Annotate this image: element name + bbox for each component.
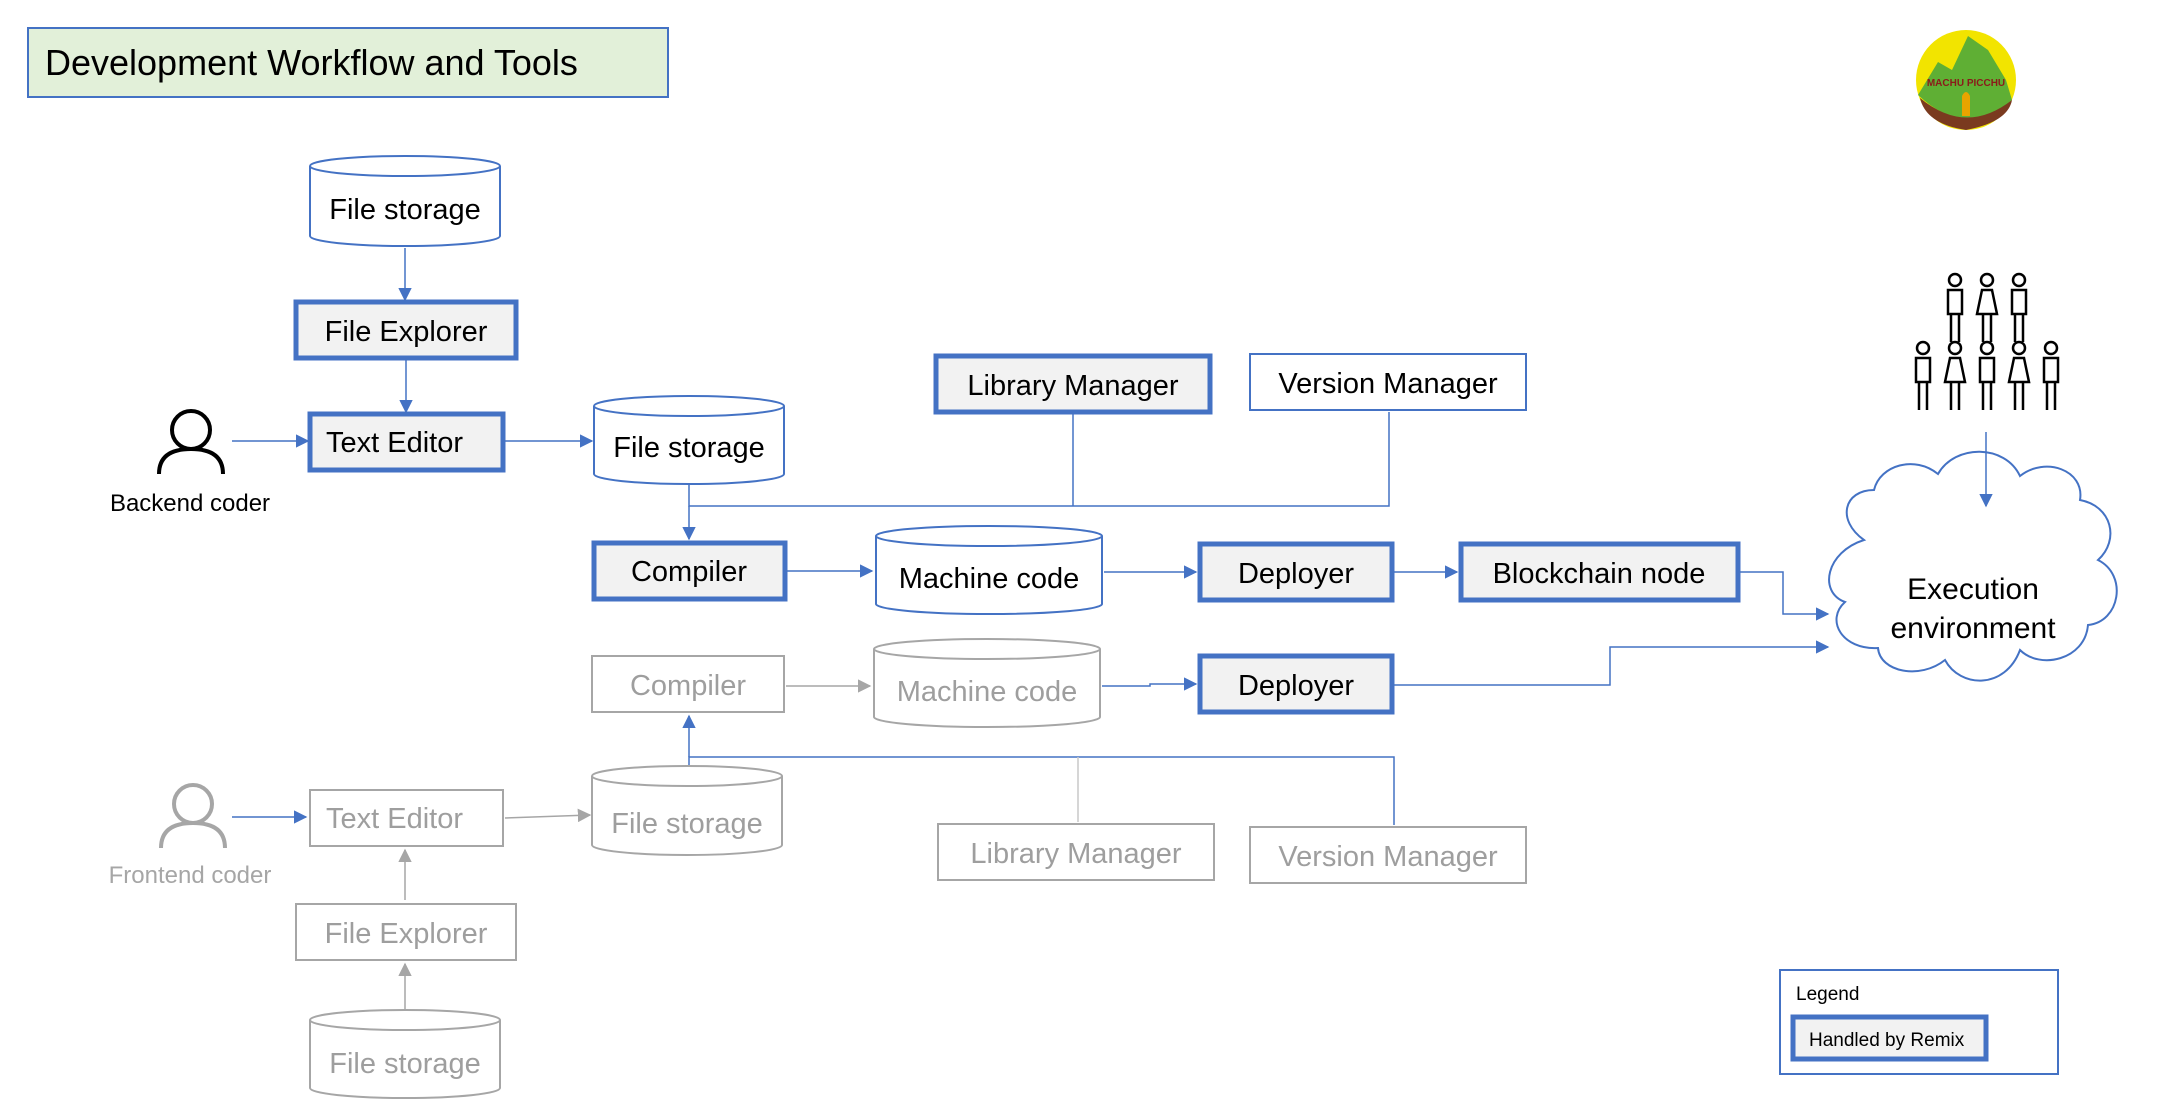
frontend-merge-connectors bbox=[682, 714, 1395, 825]
legend-title: Legend bbox=[1796, 984, 1859, 1005]
backend-machine-code-label: Machine code bbox=[899, 563, 1080, 595]
execution-label-line2: environment bbox=[1890, 612, 2056, 645]
user-figure-icon bbox=[1978, 340, 1996, 410]
frontend-version-manager: Version Manager bbox=[1249, 826, 1527, 884]
arrow-frontend-editor-to-storage bbox=[504, 808, 592, 823]
user-figure-icon bbox=[1914, 340, 1932, 410]
backend-version-manager-label: Version Manager bbox=[1278, 368, 1498, 400]
frontend-machine-code: Machine code bbox=[873, 638, 1101, 728]
user-figure-icon bbox=[1943, 340, 1967, 410]
user-figure-icon bbox=[2010, 272, 2028, 342]
backend-file-storage-top-label: File storage bbox=[329, 194, 481, 226]
backend-file-storage-label: File storage bbox=[613, 432, 765, 464]
frontend-deployer-label: Deployer bbox=[1238, 670, 1354, 702]
frontend-coder-icon bbox=[159, 783, 227, 849]
frontend-file-storage-label: File storage bbox=[611, 808, 763, 840]
frontend-machine-code-label: Machine code bbox=[897, 676, 1078, 708]
backend-library-manager-label: Library Manager bbox=[967, 370, 1178, 402]
frontend-library-manager-label: Library Manager bbox=[970, 838, 1181, 870]
machu-picchu-logo: MACHU PICCHU bbox=[1916, 30, 2016, 130]
arrow-frontend-machine-code-to-deployer bbox=[1102, 677, 1198, 691]
backend-file-storage-top: File storage bbox=[309, 155, 501, 247]
arrow-frontend-deployer-to-execution bbox=[1394, 640, 1830, 686]
backend-deployer: Deployer bbox=[1197, 541, 1395, 603]
backend-file-explorer-label: File Explorer bbox=[325, 316, 488, 348]
backend-merge-connectors bbox=[682, 412, 1390, 541]
backend-text-editor: Text Editor bbox=[307, 411, 506, 473]
arrow-node-to-execution bbox=[1740, 571, 1830, 621]
legend: Legend Handled by Remix bbox=[1779, 969, 2059, 1075]
frontend-coder-label: Frontend coder bbox=[109, 862, 272, 889]
backend-coder-icon bbox=[157, 409, 225, 475]
users-group-icon bbox=[1914, 272, 2060, 410]
backend-file-explorer: File Explorer bbox=[293, 299, 519, 361]
frontend-text-editor: Text Editor bbox=[309, 789, 504, 847]
frontend-text-editor-label: Text Editor bbox=[326, 803, 463, 835]
execution-environment-cloud: Execution environment bbox=[1828, 450, 2118, 682]
logo-text: MACHU PICCHU bbox=[1927, 78, 2005, 89]
page-title: Development Workflow and Tools bbox=[45, 42, 578, 83]
legend-item-handled-by-remix: Handled by Remix bbox=[1809, 1030, 1965, 1051]
backend-blockchain-node: Blockchain node bbox=[1458, 541, 1741, 603]
user-figure-icon bbox=[1946, 272, 1964, 342]
frontend-deployer: Deployer bbox=[1197, 653, 1395, 715]
backend-compiler: Compiler bbox=[591, 540, 788, 602]
frontend-version-manager-label: Version Manager bbox=[1278, 841, 1498, 873]
frontend-file-storage: File storage bbox=[591, 765, 783, 856]
frontend-file-storage-bottom: File storage bbox=[309, 1009, 501, 1099]
backend-machine-code: Machine code bbox=[875, 525, 1103, 615]
backend-version-manager: Version Manager bbox=[1249, 353, 1527, 411]
backend-coder-label: Backend coder bbox=[110, 490, 270, 517]
title-box: Development Workflow and Tools bbox=[27, 27, 669, 98]
frontend-compiler-label: Compiler bbox=[630, 670, 746, 702]
user-figure-icon bbox=[1975, 272, 1999, 342]
backend-deployer-label: Deployer bbox=[1238, 558, 1354, 590]
frontend-file-storage-bottom-label: File storage bbox=[329, 1048, 481, 1080]
execution-label-line1: Execution bbox=[1907, 573, 2039, 606]
frontend-library-manager: Library Manager bbox=[937, 823, 1215, 881]
backend-file-storage: File storage bbox=[593, 395, 785, 485]
frontend-file-explorer: File Explorer bbox=[295, 903, 517, 961]
backend-text-editor-label: Text Editor bbox=[326, 427, 463, 459]
backend-library-manager: Library Manager bbox=[933, 353, 1213, 415]
frontend-compiler: Compiler bbox=[591, 655, 785, 713]
user-figure-icon bbox=[2042, 340, 2060, 410]
backend-compiler-label: Compiler bbox=[631, 556, 747, 588]
frontend-file-explorer-label: File Explorer bbox=[325, 918, 488, 950]
backend-blockchain-node-label: Blockchain node bbox=[1493, 558, 1706, 590]
user-figure-icon bbox=[2007, 340, 2031, 410]
